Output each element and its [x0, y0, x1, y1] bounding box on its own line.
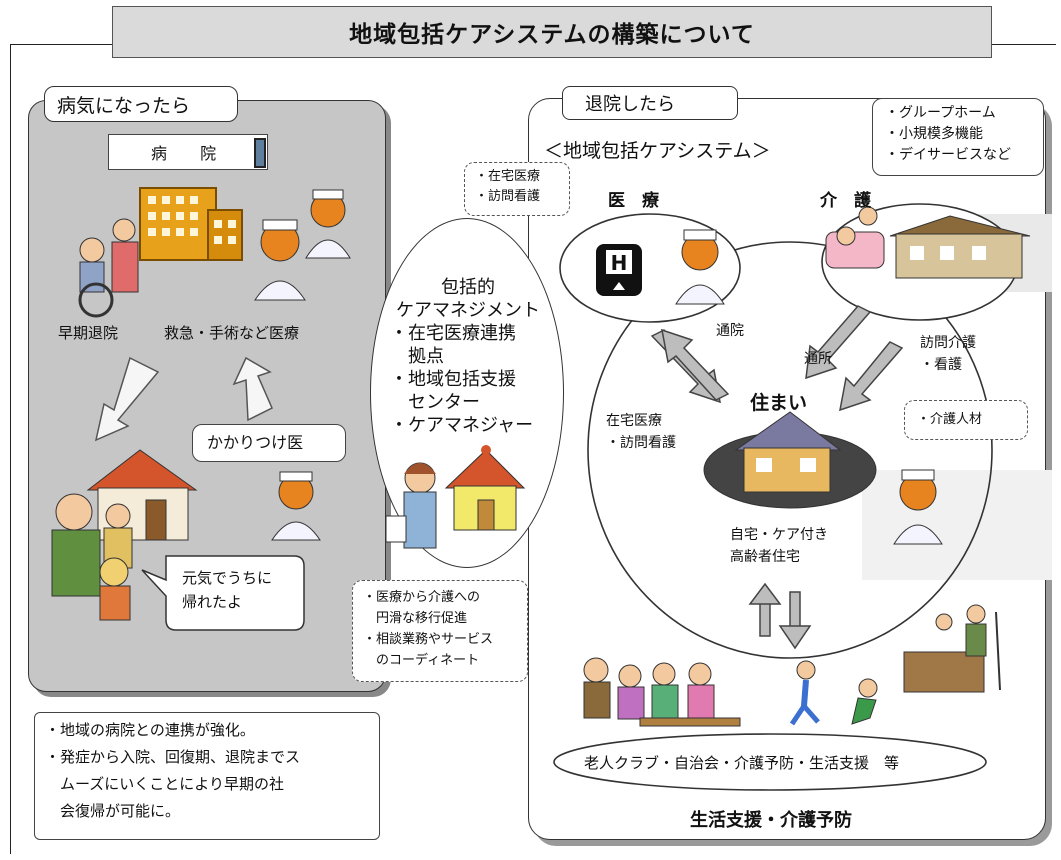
- care-notes: ・グループホーム ・小規模多機能 ・デイサービスなど: [872, 98, 1044, 176]
- speech-line-2: 帰れたよ: [182, 593, 243, 611]
- house-icon-center: [444, 445, 526, 531]
- doctor-icon-medical: [675, 229, 725, 305]
- family-icon: [51, 493, 133, 621]
- care-note-2: ・小規模多機能: [885, 126, 983, 142]
- care-item-3: ・地域包括支援: [390, 369, 516, 390]
- hospital-h-icon: H: [596, 244, 642, 296]
- page-title: 地域包括ケアシステムの構築について: [112, 6, 992, 58]
- elderly-group-icon: [583, 657, 741, 727]
- left-note-4: 会復帰が可能に。: [45, 802, 181, 820]
- day-care-label: 通所: [804, 351, 832, 367]
- medical-note-1: ・在宅医療: [475, 169, 541, 184]
- center-note-2: 円滑な移行促進: [363, 611, 468, 626]
- care-management-text: 包括的 ケアマネジメント ・在宅医療連携 拠点 ・地域包括支援 センター ・ケア…: [378, 276, 558, 437]
- care-note-3: ・デイサービスなど: [885, 147, 1011, 163]
- family-doctor-label: かかりつけ医: [192, 424, 346, 462]
- farming-icon: [903, 604, 1001, 693]
- speech-text: 元気でうちに 帰れたよ: [182, 566, 272, 614]
- care-facility-icon: [889, 215, 1031, 279]
- nurse-icon-right: [893, 469, 943, 545]
- care-management-heading-2: ケアマネジメント: [396, 300, 540, 321]
- doctor-icon-left: [254, 189, 351, 301]
- care-item-2: 拠点: [390, 346, 444, 367]
- care-label: 介 護: [820, 191, 871, 211]
- left-note-3: ムーズにいくことにより早期の社: [45, 775, 284, 793]
- svg-text:H: H: [611, 251, 628, 275]
- system-title: ＜地域包括ケアシステム＞: [544, 140, 771, 162]
- housing-label: 住まい: [750, 392, 808, 414]
- house-icon-left: [86, 449, 198, 541]
- wheelchair-patient-icon: [78, 218, 139, 318]
- medical-note-2: ・訪問看護: [475, 189, 541, 204]
- house-icon-housing: [734, 411, 842, 493]
- care-item-4: センター: [390, 392, 480, 413]
- home-care-label: 訪問介護 ・看護: [920, 332, 976, 376]
- left-tab-label: 病気になったら: [44, 86, 238, 122]
- speech-bubble: [141, 555, 305, 631]
- left-note-1: ・地域の病院との連携が強化。: [45, 721, 255, 739]
- home-care-line-1: 訪問介護: [920, 335, 976, 351]
- exercise-icon: [789, 660, 878, 726]
- bathing-care-icon: [825, 206, 885, 269]
- care-management-heading-1: 包括的: [441, 277, 495, 298]
- community-label: 老人クラブ・自治会・介護予防・生活支援 等: [584, 754, 900, 772]
- center-note-4: のコーディネート: [363, 653, 480, 668]
- hospital-building-icon: [139, 187, 243, 261]
- housing-type-2: 高齢者住宅: [730, 549, 800, 565]
- hospital-visit-label: 通院: [716, 323, 744, 339]
- center-notes: ・医療から介護への 円滑な移行促進 ・相談業務やサービス のコーディネート: [352, 580, 528, 682]
- hospital-label: 病 院: [108, 134, 268, 170]
- care-note-1: ・グループホーム: [885, 105, 996, 121]
- family-doctor-icon: [271, 471, 321, 541]
- speech-line-1: 元気でうちに: [182, 569, 273, 587]
- home-medical-line-2: ・訪問看護: [606, 435, 676, 451]
- housing-type-1: 自宅・ケア付き: [730, 527, 828, 543]
- right-arrows: [650, 305, 904, 650]
- center-note-1: ・医療から介護への: [363, 590, 481, 605]
- care-item-1: ・在宅医療連携: [390, 323, 516, 344]
- home-medical-line-1: 在宅医療: [606, 413, 662, 429]
- medical-label: 医 療: [608, 191, 659, 211]
- left-notes: ・地域の病院との連携が強化。 ・発症から入院、回復期、退院までス ムーズにいくこ…: [34, 712, 380, 840]
- emergency-label: 救急・手術など医療: [164, 324, 300, 342]
- home-medical-label: 在宅医療 ・訪問看護: [606, 410, 676, 454]
- center-note-3: ・相談業務やサービス: [363, 632, 494, 647]
- nurse-image-bg: [862, 470, 1052, 580]
- care-staff-label: ・介護人材: [904, 400, 1028, 440]
- home-care-line-2: ・看護: [920, 357, 962, 373]
- community-ellipse: [553, 733, 987, 791]
- hospital-sign-icon: [254, 138, 266, 168]
- main-loop-ellipse: [587, 241, 993, 659]
- care-item-5: ・ケアマネジャー: [390, 415, 534, 436]
- early-discharge-label: 早期退院: [58, 324, 119, 342]
- left-note-2: ・発症から入院、回復期、退院までス: [45, 748, 301, 766]
- medical-notes: ・在宅医療 ・訪問看護: [464, 162, 570, 216]
- care-manager-icon: [385, 462, 437, 549]
- footer-label: 生活支援・介護予防: [690, 810, 852, 831]
- housing-types: 自宅・ケア付き 高齢者住宅: [730, 524, 828, 568]
- right-tab-label: 退院したら: [562, 86, 738, 120]
- left-arrows: [94, 356, 273, 442]
